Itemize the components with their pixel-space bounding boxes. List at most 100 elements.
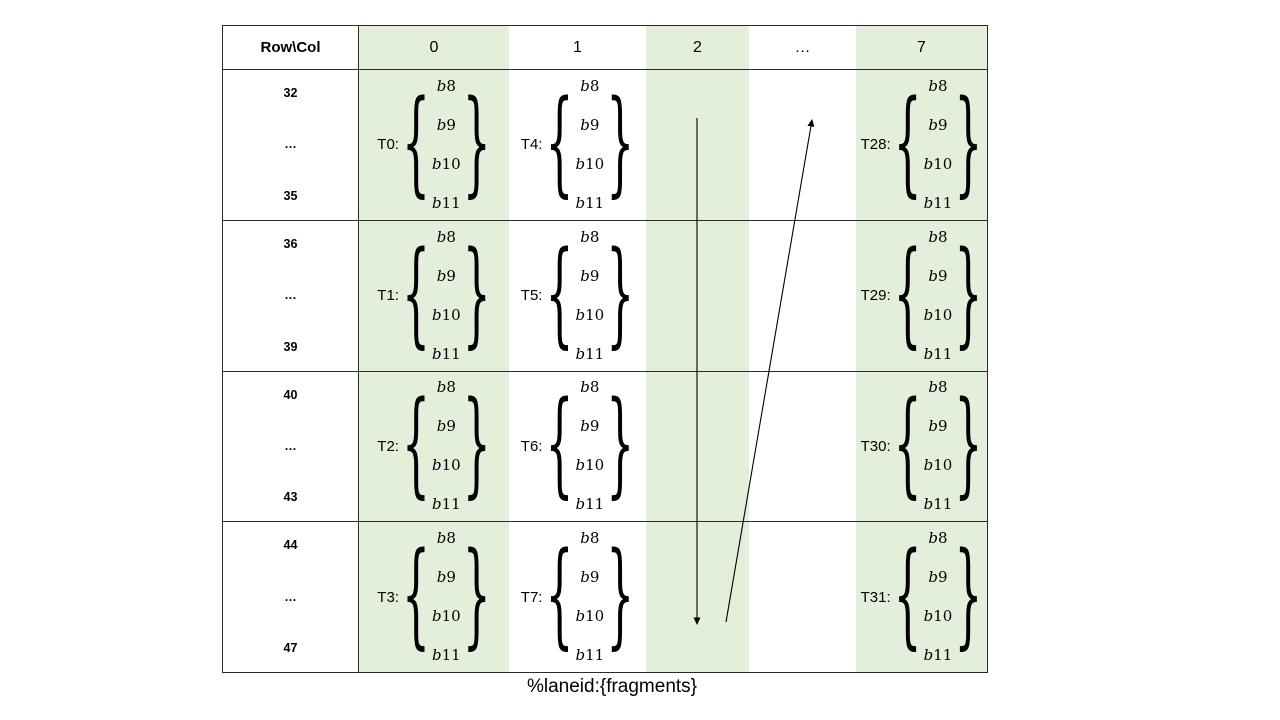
right-brace-icon: } [606, 378, 635, 512]
fragment-index: 10 [441, 154, 461, 173]
row-label: 40…43 [223, 370, 359, 522]
row-label-line: 44 [283, 538, 298, 553]
right-brace-icon: } [462, 529, 491, 663]
thread-label: T29: [860, 287, 891, 305]
fragment-index: 8 [938, 378, 948, 397]
thread-label: T4: [520, 136, 543, 154]
header-corner-cell: Row\Col [223, 26, 359, 69]
left-brace-icon: { [401, 77, 430, 210]
right-brace-icon: } [462, 77, 491, 210]
fragment-var: b [431, 607, 442, 626]
fragment-index: 10 [585, 305, 605, 324]
fragment-var: b [928, 266, 939, 285]
fragment-var: b [923, 646, 934, 665]
fragment-var: b [436, 227, 447, 246]
caption: %laneid:{fragments} [526, 676, 698, 697]
fragment-index: 8 [589, 227, 600, 246]
fragment: b8 [928, 229, 947, 245]
fragment-index: 8 [589, 378, 600, 397]
fragment-index: 8 [938, 76, 948, 95]
header-cell-col-1: 1 [573, 38, 582, 56]
header-cell-col-2: 2 [646, 26, 749, 69]
fragment: b10 [924, 305, 953, 324]
fragment-var: b [923, 154, 934, 173]
left-brace-icon: { [545, 529, 574, 663]
fragment: b8 [580, 380, 599, 395]
left-brace-icon: { [401, 378, 430, 512]
fragment-index: 8 [446, 529, 456, 548]
fragment-var: b [436, 378, 447, 397]
right-brace-icon: } [462, 378, 491, 512]
left-brace-icon: { [545, 378, 574, 512]
row-label-line: … [284, 137, 297, 152]
fragment-index: 8 [446, 227, 456, 246]
fragment: b10 [432, 458, 461, 473]
left-brace-icon: { [893, 228, 922, 361]
fragment-index: 10 [933, 607, 953, 626]
fragment: b10 [432, 609, 461, 624]
right-brace-icon: } [606, 529, 635, 663]
fragment-var: b [580, 568, 590, 587]
fragment-var: b [923, 193, 934, 212]
fragment-index: 10 [585, 607, 605, 626]
fragment: b9 [580, 570, 599, 585]
fragment-index: 10 [441, 305, 461, 324]
empty-cell [749, 521, 856, 672]
fragment-index: 8 [446, 76, 456, 95]
fragment-var: b [431, 154, 442, 173]
fragment-var: b [923, 495, 934, 514]
fragment-var: b [575, 456, 586, 475]
thread-label: T3: [377, 588, 399, 606]
fragment-index: 9 [589, 266, 600, 285]
fragment-index: 11 [441, 344, 461, 363]
fragment-var: b [928, 568, 939, 587]
fragment-index: 9 [938, 266, 948, 285]
fragment-var: b [575, 646, 586, 665]
fragment-index: 11 [441, 646, 461, 665]
fragment: b8 [437, 76, 456, 95]
fragment: b10 [924, 609, 953, 624]
empty-cell [749, 219, 856, 371]
empty-cell [749, 370, 856, 522]
fragment-var: b [928, 76, 939, 95]
fragment-index: 9 [589, 417, 600, 436]
fragment-index: 9 [589, 115, 600, 134]
left-brace-icon: { [893, 378, 922, 512]
fragment-index: 8 [589, 76, 600, 95]
fragment-var: b [436, 417, 447, 436]
fragment: b8 [580, 76, 600, 95]
fragment: b9 [580, 266, 600, 285]
left-brace-icon: { [545, 228, 574, 361]
left-brace-icon: { [401, 529, 430, 663]
fragment-index: 11 [441, 193, 461, 212]
thread-label: T2: [377, 437, 399, 455]
left-brace-icon: { [893, 77, 922, 210]
fragment: b11 [432, 344, 461, 363]
thread-label: T5: [520, 287, 543, 305]
fragment: b11 [924, 648, 953, 663]
fragment: b9 [437, 570, 456, 585]
fragment-index: 10 [933, 154, 953, 173]
fragment-index: 10 [933, 305, 953, 324]
fragment: b9 [580, 419, 599, 434]
fragment: b9 [928, 419, 947, 434]
thread-label: T6: [520, 437, 543, 455]
right-brace-icon: } [954, 77, 983, 210]
fragment-var: b [575, 193, 586, 212]
row-label-line: 35 [283, 188, 298, 203]
fragment-index: 11 [585, 193, 605, 212]
row-label-line: 32 [283, 86, 298, 100]
fragment-var: b [923, 344, 934, 363]
fragment-var: b [431, 305, 442, 324]
header-cell-col-0: 0 [359, 26, 509, 69]
fragment: b11 [923, 344, 953, 363]
fragment-index: 9 [938, 417, 948, 436]
fragment-index: 11 [933, 646, 953, 665]
